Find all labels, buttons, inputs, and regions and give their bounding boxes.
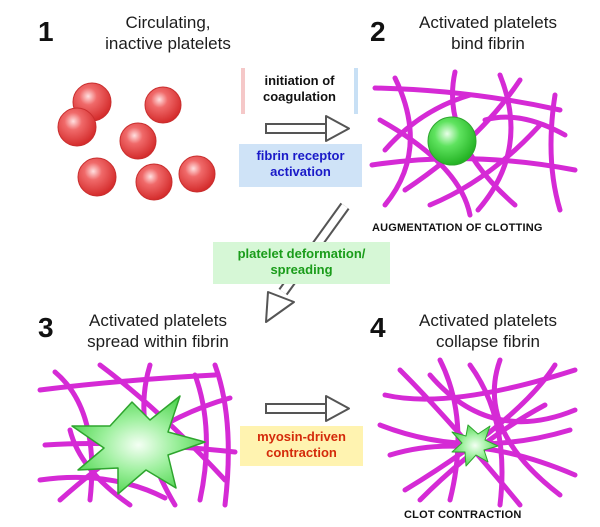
activated-platelet-round — [427, 116, 477, 166]
panel-1-title: Circulating, inactive platelets — [105, 13, 231, 53]
panel-4-number: 4 — [370, 312, 386, 343]
inactive-platelets — [57, 82, 216, 201]
caption-augmentation-of-clotting: AUGMENTATION OF CLOTTING — [372, 222, 543, 234]
panel-2-number: 2 — [370, 16, 386, 47]
deformation-label-bg — [213, 242, 390, 284]
label-myosin-driven-contraction: myosin-driven contraction — [257, 429, 346, 460]
panel-3-number: 3 — [38, 312, 54, 343]
collapsed-platelet — [451, 424, 499, 467]
spread-platelet — [71, 395, 206, 495]
panel-2-title: Activated platelets bind fibrin — [419, 13, 557, 53]
label-platelet-deformation-spreading: platelet deformation/ spreading — [237, 246, 366, 277]
panel-1-number: 1 — [38, 16, 54, 47]
initiation-label-bg — [241, 68, 358, 114]
panel-3-title: Activated platelets spread within fibrin — [87, 311, 229, 351]
arrow-3-to-4 — [265, 395, 350, 422]
arrow-1-to-2 — [265, 115, 350, 142]
caption-clot-contraction: CLOT CONTRACTION — [404, 509, 522, 521]
receptor-label-bg — [239, 144, 362, 187]
label-initiation-of-coagulation: initiation of coagulation — [263, 73, 336, 104]
panel-4-title: Activated platelets collapse fibrin — [419, 311, 557, 351]
myosin-label-bg — [240, 426, 363, 466]
fibrin-mesh-collapse — [377, 357, 578, 508]
label-fibrin-receptor-activation: fibrin receptor activation — [256, 148, 345, 179]
